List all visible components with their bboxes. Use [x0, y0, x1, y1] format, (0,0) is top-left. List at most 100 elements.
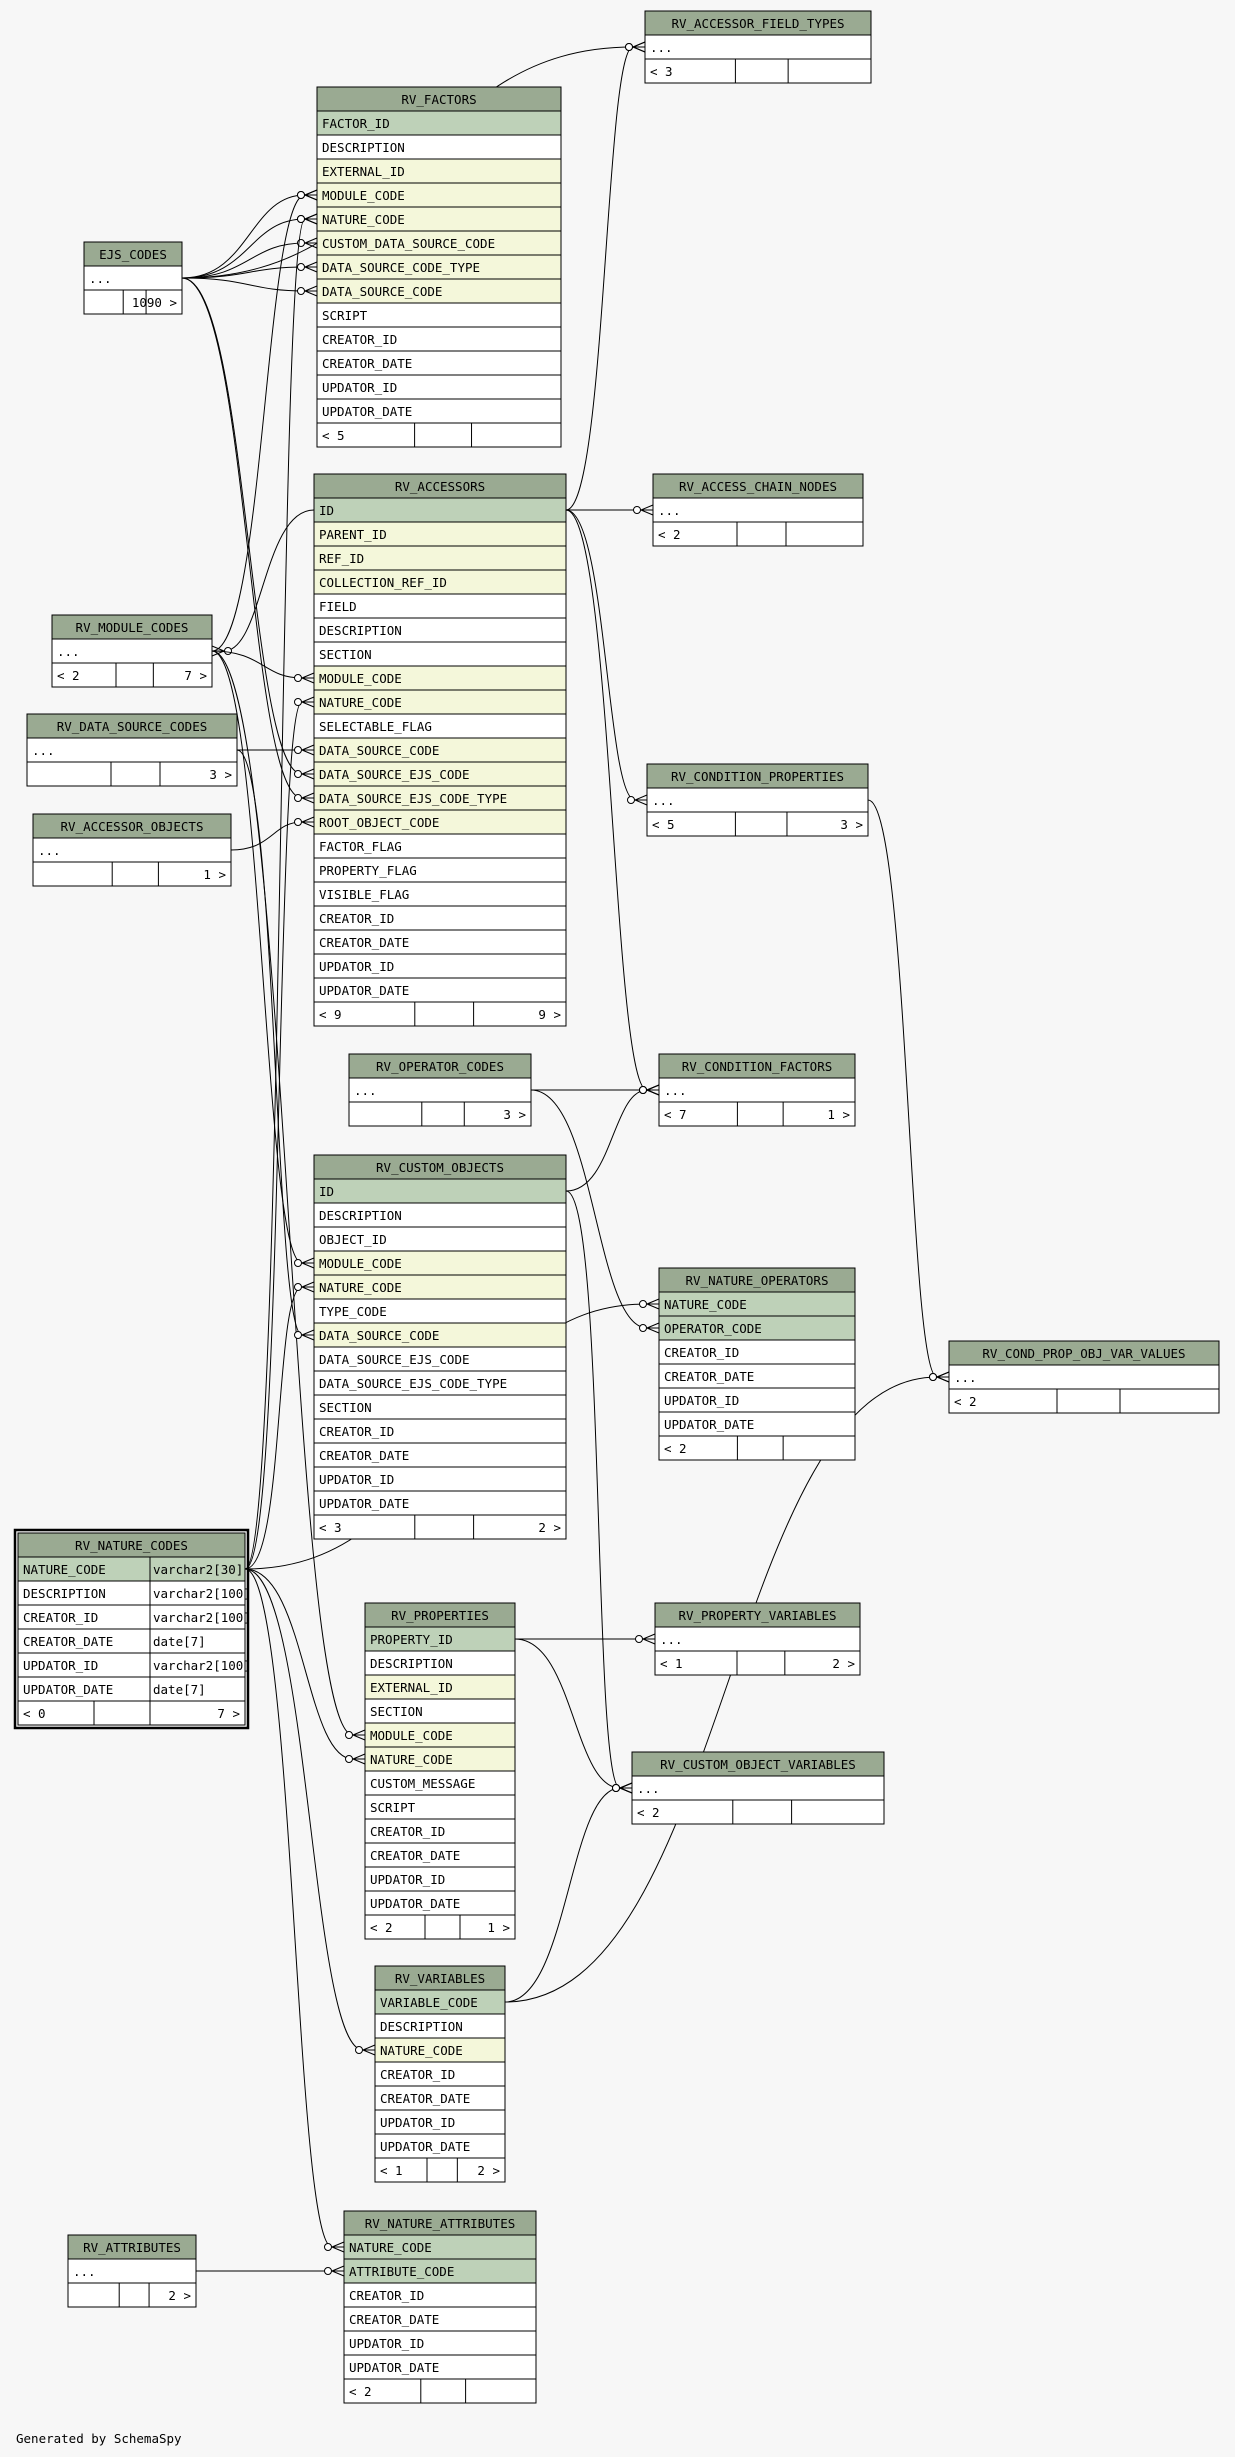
column-row[interactable]: [313, 665, 567, 691]
column-row[interactable]: [343, 2234, 537, 2260]
column-row[interactable]: [654, 1626, 861, 1652]
column-row[interactable]: [374, 2013, 506, 2039]
column-row[interactable]: [364, 1746, 516, 1772]
column-row[interactable]: [316, 110, 562, 136]
column-row[interactable]: [313, 1394, 567, 1420]
column-row[interactable]: [364, 1794, 516, 1820]
column-row[interactable]: [17, 1556, 246, 1582]
column-row[interactable]: [313, 1250, 567, 1276]
column-row[interactable]: [313, 1322, 567, 1348]
column-row[interactable]: [374, 2061, 506, 2087]
column-row[interactable]: [17, 1604, 246, 1630]
table-rv-custom-object-variables[interactable]: RV_CUSTOM_OBJECT_VARIABLES...< 2: [631, 1751, 885, 1825]
column-row[interactable]: [316, 350, 562, 376]
column-row[interactable]: [343, 2354, 537, 2380]
column-row[interactable]: [313, 857, 567, 883]
column-row[interactable]: [316, 374, 562, 400]
column-row[interactable]: [313, 641, 567, 667]
column-row[interactable]: [644, 34, 872, 60]
column-row[interactable]: [313, 569, 567, 595]
column-row[interactable]: [17, 1580, 246, 1606]
column-row[interactable]: [26, 737, 238, 763]
column-row[interactable]: [17, 1676, 246, 1702]
column-row[interactable]: [83, 265, 183, 291]
table-rv-custom-objects[interactable]: RV_CUSTOM_OBJECTSIDDESCRIPTIONOBJECT_IDM…: [313, 1154, 567, 1540]
column-row[interactable]: [364, 1818, 516, 1844]
column-row[interactable]: [313, 689, 567, 715]
column-row[interactable]: [658, 1411, 856, 1437]
table-rv-operator-codes[interactable]: RV_OPERATOR_CODES...3 >: [348, 1053, 532, 1127]
column-row[interactable]: [316, 278, 562, 304]
table-rv-variables[interactable]: RV_VARIABLESVARIABLE_CODEDESCRIPTIONNATU…: [374, 1965, 506, 2183]
column-row[interactable]: [313, 545, 567, 571]
table-rv-factors[interactable]: RV_FACTORSFACTOR_IDDESCRIPTIONEXTERNAL_I…: [316, 86, 562, 448]
column-row[interactable]: [313, 1490, 567, 1516]
column-row[interactable]: [17, 1628, 246, 1654]
column-row[interactable]: [313, 1202, 567, 1228]
column-row[interactable]: [364, 1770, 516, 1796]
column-row[interactable]: [313, 617, 567, 643]
column-row[interactable]: [313, 977, 567, 1003]
column-row[interactable]: [364, 1890, 516, 1916]
table-rv-data-source-codes[interactable]: RV_DATA_SOURCE_CODES...3 >: [26, 713, 238, 787]
column-row[interactable]: [316, 254, 562, 280]
column-row[interactable]: [374, 2037, 506, 2063]
table-rv-nature-attributes[interactable]: RV_NATURE_ATTRIBUTESNATURE_CODEATTRIBUTE…: [343, 2210, 537, 2404]
column-row[interactable]: [364, 1866, 516, 1892]
column-row[interactable]: [313, 1370, 567, 1396]
column-row[interactable]: [343, 2330, 537, 2356]
column-row[interactable]: [364, 1674, 516, 1700]
column-row[interactable]: [313, 1274, 567, 1300]
column-row[interactable]: [313, 953, 567, 979]
table-rv-cond-prop-obj-var-values[interactable]: RV_COND_PROP_OBJ_VAR_VALUES...< 2: [948, 1340, 1220, 1414]
column-row[interactable]: [67, 2258, 197, 2284]
column-row[interactable]: [313, 761, 567, 787]
column-row[interactable]: [313, 785, 567, 811]
column-row[interactable]: [313, 1178, 567, 1204]
column-row[interactable]: [313, 833, 567, 859]
column-row[interactable]: [316, 134, 562, 160]
column-row[interactable]: [374, 2133, 506, 2159]
column-row[interactable]: [32, 837, 232, 863]
column-row[interactable]: [313, 1442, 567, 1468]
column-row[interactable]: [51, 638, 213, 664]
column-row[interactable]: [652, 497, 864, 523]
column-row[interactable]: [313, 713, 567, 739]
column-row[interactable]: [316, 230, 562, 256]
table-rv-attributes[interactable]: RV_ATTRIBUTES...2 >: [67, 2234, 197, 2308]
column-row[interactable]: [316, 158, 562, 184]
column-row[interactable]: [374, 2109, 506, 2135]
table-rv-nature-operators[interactable]: RV_NATURE_OPERATORSNATURE_CODEOPERATOR_C…: [658, 1267, 856, 1461]
column-row[interactable]: [948, 1364, 1220, 1390]
column-row[interactable]: [313, 905, 567, 931]
column-row[interactable]: [313, 881, 567, 907]
column-row[interactable]: [364, 1650, 516, 1676]
column-row[interactable]: [374, 2085, 506, 2111]
table-rv-access-chain-nodes[interactable]: RV_ACCESS_CHAIN_NODES...< 2: [652, 473, 864, 547]
column-row[interactable]: [17, 1652, 246, 1678]
column-row[interactable]: [364, 1626, 516, 1652]
table-ejs-codes[interactable]: EJS_CODES...1090 >: [83, 241, 183, 315]
column-row[interactable]: [313, 1298, 567, 1324]
column-row[interactable]: [316, 302, 562, 328]
table-rv-accessor-objects[interactable]: RV_ACCESSOR_OBJECTS...1 >: [32, 813, 232, 887]
column-row[interactable]: [646, 787, 869, 813]
column-row[interactable]: [313, 497, 567, 523]
column-row[interactable]: [658, 1077, 856, 1103]
column-row[interactable]: [658, 1339, 856, 1365]
column-row[interactable]: [313, 1226, 567, 1252]
table-rv-properties[interactable]: RV_PROPERTIESPROPERTY_IDDESCRIPTIONEXTER…: [364, 1602, 516, 1940]
column-row[interactable]: [343, 2282, 537, 2308]
column-row[interactable]: [343, 2258, 537, 2284]
table-rv-accessor-field-types[interactable]: RV_ACCESSOR_FIELD_TYPES...< 3: [644, 10, 872, 84]
column-row[interactable]: [658, 1387, 856, 1413]
column-row[interactable]: [364, 1698, 516, 1724]
column-row[interactable]: [631, 1775, 885, 1801]
column-row[interactable]: [313, 1418, 567, 1444]
table-rv-accessors[interactable]: RV_ACCESSORSIDPARENT_IDREF_IDCOLLECTION_…: [313, 473, 567, 1027]
column-row[interactable]: [313, 737, 567, 763]
